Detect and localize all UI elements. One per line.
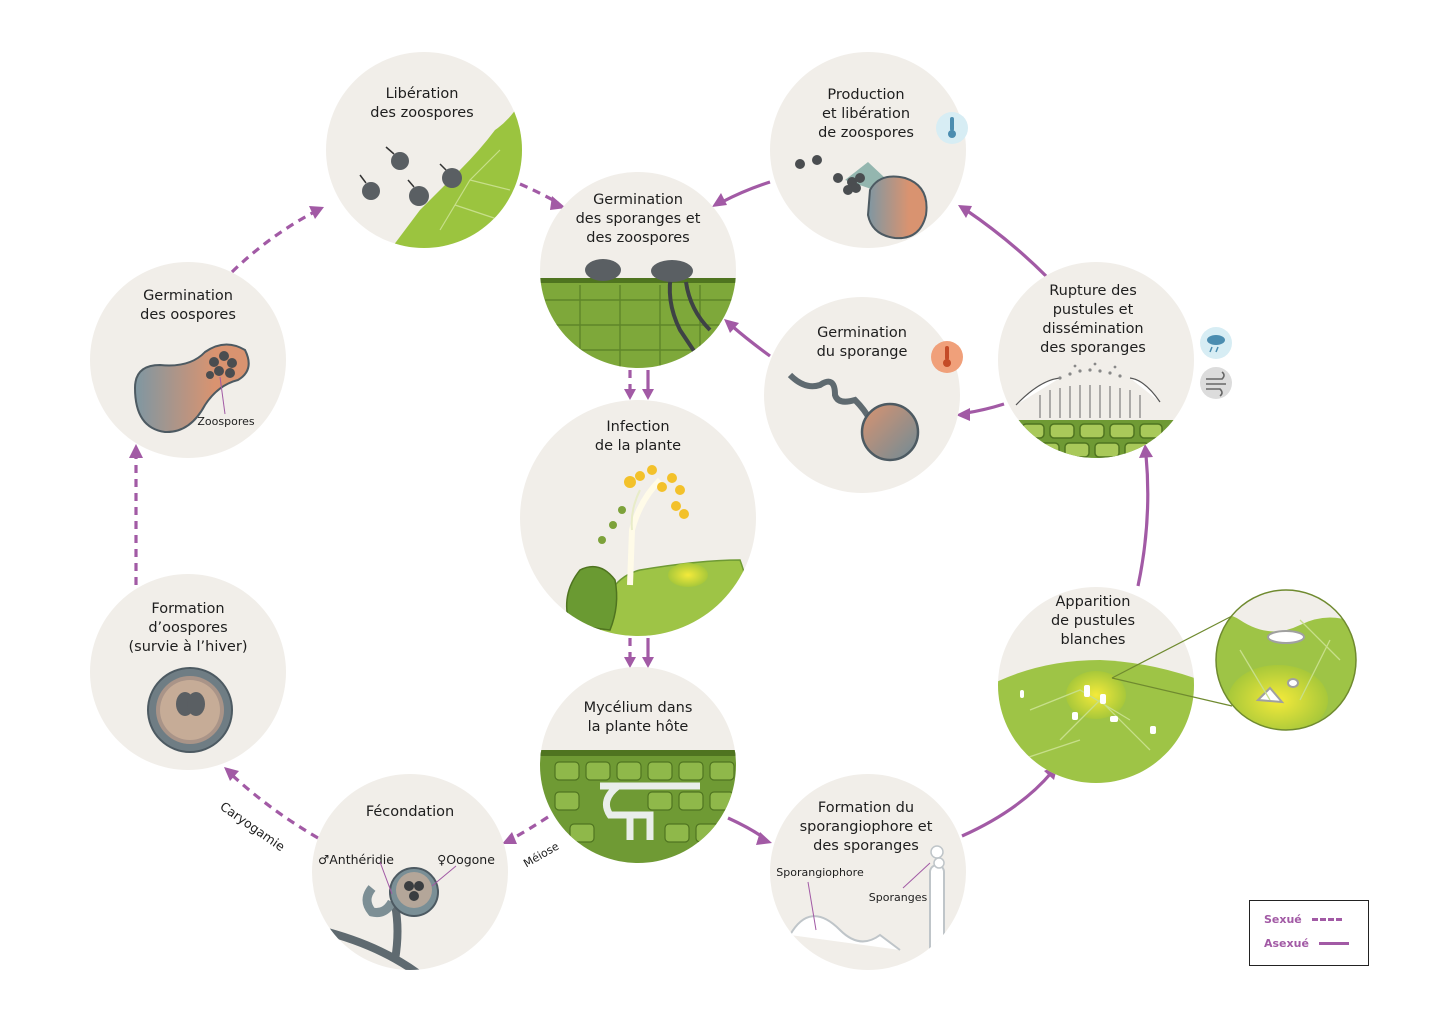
stage-title-germ-oospores-line2: des oospores (140, 307, 236, 323)
arrow-mycelium-to-formation (727, 816, 765, 840)
stage-title-infection-line1: Infection (606, 419, 669, 435)
label-caryogamie: Caryogamie (217, 799, 288, 855)
legend: Sexué Asexué (1249, 900, 1369, 966)
stage-title-mycelium-line2: la plante hôte (588, 719, 689, 735)
label-zoospores: Zoospores (197, 415, 254, 428)
arrow-rupture-to-germ-sporange (965, 402, 1005, 415)
arrow-mycelium-to-fecondation (509, 815, 549, 842)
arrow-rupture-to-production (965, 208, 1048, 278)
stage-formation-oospores: Formation d’oospores (survie à l’hiver) (90, 574, 286, 770)
stage-title-fecondation: Fécondation (366, 804, 454, 820)
stage-title-formation-sp-line3: des sporanges (813, 838, 919, 854)
stage-title-germ-sporange-line2: du sporange (817, 344, 908, 360)
legend-label-asexual: Asexué (1264, 937, 1309, 950)
label-antheridie: ♂Anthéridie (318, 852, 394, 867)
stage-title-apparition-line2: de pustules (1051, 613, 1135, 629)
stage-title-rupture-line3: dissémination (1042, 321, 1143, 337)
sporange-releasing (795, 155, 928, 240)
stage-mycelium: Mycélium dans la plante hôte (540, 667, 736, 863)
stage-title-liberation-line2: des zoospores (370, 105, 473, 121)
arrow-apparition-to-rupture (1136, 454, 1150, 587)
stage-title-apparition-line3: blanches (1061, 632, 1126, 648)
stage-title-formation-line2: d’oospores (148, 620, 227, 636)
stage-title-production-line3: de zoospores (818, 125, 914, 141)
stage-formation-sporangiophore: Formation du sporangiophore et des spora… (770, 774, 966, 970)
stage-title-apparition-line1: Apparition (1056, 594, 1131, 610)
stage-title-mycelium-line1: Mycélium dans (584, 700, 693, 716)
legend-label-sexual: Sexué (1264, 913, 1302, 926)
arrow-production-to-germination (721, 180, 771, 204)
stage-fecondation: Fécondation ♂Anthéridie ♀Oogone (312, 774, 508, 970)
stage-title-formation-line3: (survie à l’hiver) (129, 639, 248, 655)
stage-title-germ-oospores-line1: Germination (143, 288, 233, 304)
stage-title-germ-sporange-line1: Germination (817, 325, 907, 341)
stage-rupture-pustules: Rupture des pustules et dissémination de… (998, 262, 1232, 458)
stage-germination-sporanges: Germination des sporanges et des zoospor… (540, 172, 736, 368)
label-meiose: Méiose (521, 840, 561, 871)
stage-apparition-pustules: Apparition de pustules blanches (998, 587, 1233, 783)
stage-title-infection-line2: de la plante (595, 438, 681, 454)
stage-title-formation-line1: Formation (151, 601, 224, 617)
legend-row-sexual: Sexué (1264, 913, 1342, 926)
stage-title-liberation-line1: Libération (386, 86, 459, 102)
legend-row-asexual: Asexué (1264, 937, 1349, 950)
stage-liberation-zoospores: Libération des zoospores (326, 52, 522, 248)
stage-infection: Infection de la plante (520, 400, 756, 636)
wind-icon (1200, 367, 1232, 399)
legend-swatch-solid (1318, 942, 1349, 945)
pustules-zoom-inset (1215, 589, 1357, 731)
label-sporangiophore: Sporangiophore (776, 866, 864, 879)
stage-title-formation-sp-line1: Formation du (818, 800, 914, 816)
thermometer-cold-icon (936, 112, 968, 144)
label-oogone: ♀Oogone (437, 852, 495, 867)
stage-germination-oospores: Germination des oospores Zoospores (90, 262, 286, 458)
stage-germination-sporange: Germination du sporange (764, 297, 963, 493)
stage-title-germ-line3: des zoospores (586, 230, 689, 246)
stage-title-germ-line1: Germination (593, 192, 683, 208)
label-sporanges: Sporanges (869, 891, 928, 904)
zoospore-icons (359, 146, 462, 206)
stage-title-germ-line2: des sporanges et (576, 211, 701, 227)
rain-cloud-icon (1200, 327, 1232, 359)
thermometer-warm-icon (931, 341, 963, 373)
legend-swatch-dashed (1311, 918, 1342, 921)
stage-title-formation-sp-line2: sporangiophore et (800, 819, 933, 835)
stage-title-production-line2: et libération (822, 106, 910, 122)
stage-title-rupture-line2: pustules et (1053, 302, 1134, 318)
arrow-germ-sporange-to-germination (730, 324, 771, 358)
arrow-oospore-germ-to-liberation (230, 208, 319, 274)
arrow-formation-to-apparition (961, 770, 1054, 838)
stage-title-rupture-line1: Rupture des (1049, 283, 1137, 299)
stage-title-rupture-line4: des sporanges (1040, 340, 1146, 356)
stage-production-zoospores: Production et libération de zoospores (770, 52, 968, 248)
stage-title-production-line1: Production (827, 87, 904, 103)
arrow-liberation-to-germination (519, 182, 559, 205)
